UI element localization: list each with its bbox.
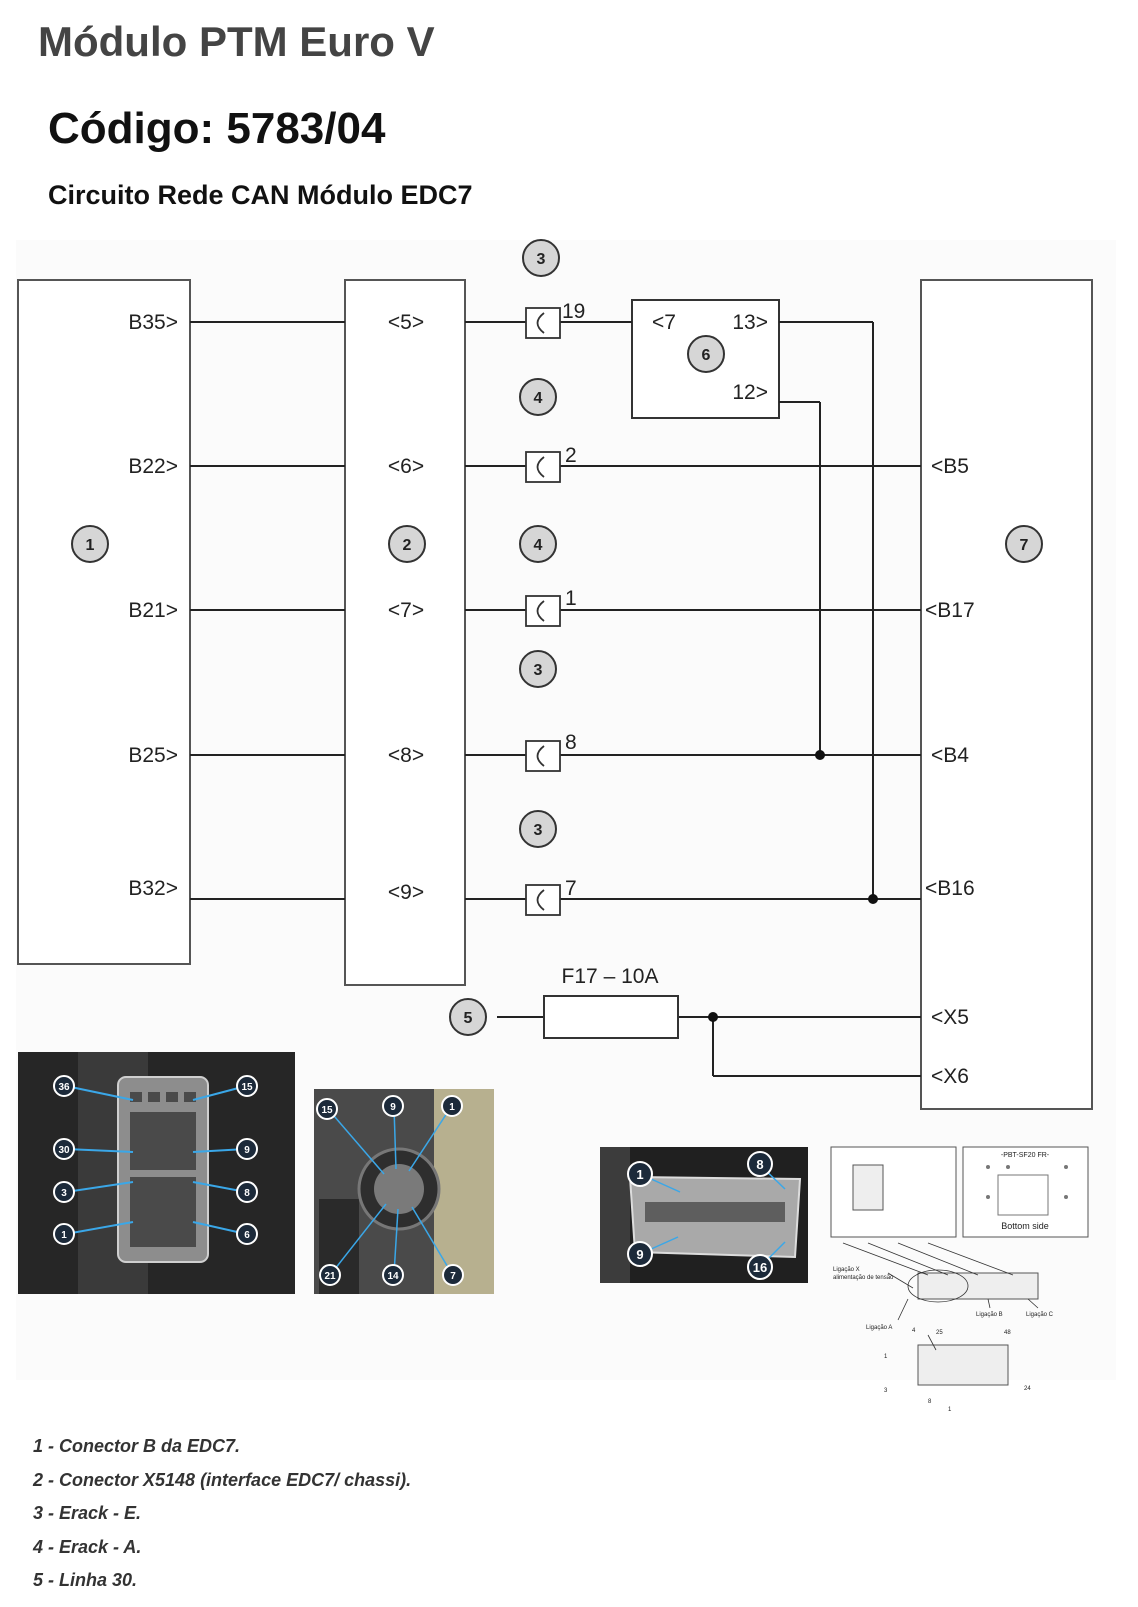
splice-number: 1 xyxy=(565,587,577,610)
module-label-top: -PBT-SF20 FR- xyxy=(1001,1152,1050,1159)
module-pin-label: 1 xyxy=(948,1407,952,1413)
photo-a-callout: 1 xyxy=(61,1230,67,1241)
photo-a-callout: 15 xyxy=(241,1082,253,1093)
code-heading: Código: 5783/04 xyxy=(48,104,386,153)
connector-7-pin: <B4 xyxy=(931,744,969,767)
module-pin-label: 25 xyxy=(936,1330,943,1336)
photo-b-callout: 14 xyxy=(387,1271,399,1282)
module-pin-label: 1 xyxy=(884,1354,888,1360)
junction-dot xyxy=(708,1012,718,1022)
callout-3: 3 xyxy=(534,822,543,839)
callout-2: 2 xyxy=(403,537,412,554)
legend-item: 3 - Erack - E. xyxy=(33,1503,142,1523)
connector-7-pin: <B16 xyxy=(925,877,975,900)
photo-a-callout: 36 xyxy=(58,1082,70,1093)
photo-c-callout: 8 xyxy=(756,1157,763,1172)
connector-7-box xyxy=(920,279,1093,1110)
module-ligacao-c: Ligação C xyxy=(1026,1312,1054,1318)
module-alimentacao: alimentação de tensão xyxy=(833,1275,894,1281)
connector-7-pin: <X5 xyxy=(931,1006,969,1029)
callout-5: 5 xyxy=(464,1010,473,1027)
module-ligacao-x: Ligação X xyxy=(833,1267,860,1273)
photo-b-callout: 15 xyxy=(321,1105,333,1116)
connector-1-box xyxy=(17,279,191,965)
photo-a-callout: 30 xyxy=(58,1145,70,1156)
module-ligacao-a: Ligação A xyxy=(866,1325,892,1331)
connector-1-pin: B21> xyxy=(128,599,178,622)
photo-c-callout: 16 xyxy=(753,1260,767,1275)
legend-item: 5 - Linha 30. xyxy=(33,1570,138,1590)
circuit-subtitle: Circuito Rede CAN Módulo EDC7 xyxy=(48,180,473,210)
splice-number: 7 xyxy=(565,877,577,900)
junction-dot xyxy=(868,894,878,904)
photo-c-callout: 1 xyxy=(636,1167,643,1182)
connector-photo-a: 36 15 30 9 3 8 1 6 xyxy=(18,1052,295,1294)
connector-2-box xyxy=(344,279,466,986)
connector-2-pin: <7> xyxy=(388,599,424,622)
connector-1-pin: B35> xyxy=(128,311,178,334)
photo-a-callout: 3 xyxy=(61,1188,67,1199)
callout-6: 6 xyxy=(702,347,711,364)
splice-number: 19 xyxy=(562,300,585,323)
splice-number: 8 xyxy=(565,731,577,754)
module-pin-label: 48 xyxy=(1004,1330,1011,1336)
photo-b-callout: 9 xyxy=(390,1102,396,1113)
page-title: Módulo PTM Euro V xyxy=(38,18,435,65)
photo-a-callout: 6 xyxy=(244,1230,250,1241)
photo-b-callout: 21 xyxy=(324,1271,336,1282)
callout-3: 3 xyxy=(534,662,543,679)
callout-7: 7 xyxy=(1020,537,1029,554)
fuse-f17 xyxy=(543,995,679,1039)
module-6-pin: <7 xyxy=(652,311,676,334)
legend-list: 1 - Conector B da EDC7. 2 - Conector X51… xyxy=(33,1430,411,1598)
module-pin-label: 3 xyxy=(884,1388,888,1394)
module-6-pin: 12> xyxy=(732,381,768,404)
callout-4: 4 xyxy=(534,537,543,554)
legend-item: 4 - Erack - A. xyxy=(33,1536,142,1557)
module-bottom-side: Bottom side xyxy=(1001,1221,1049,1231)
connector-2-pin: <8> xyxy=(388,744,424,767)
junction-dot xyxy=(815,750,825,760)
splice-connectors xyxy=(525,307,561,916)
callout-4: 4 xyxy=(534,390,543,407)
callout-3: 3 xyxy=(537,251,546,268)
connector-2-pin: <5> xyxy=(388,311,424,334)
photo-a-callout: 8 xyxy=(244,1188,250,1199)
module-ligacao-b: Ligação B xyxy=(976,1312,1003,1318)
connector-7-pin: <X6 xyxy=(931,1065,969,1088)
photo-b-callout: 7 xyxy=(450,1271,456,1282)
fuse-label: F17 – 10A xyxy=(562,965,659,988)
connector-photo-b: 15 9 1 21 14 7 xyxy=(314,1089,494,1294)
module-pin-label: 8 xyxy=(928,1399,932,1405)
legend-item: 2 - Conector X5148 (interface EDC7/ chas… xyxy=(33,1469,412,1490)
module-pin-label: 24 xyxy=(1024,1386,1031,1392)
photo-a-callout: 9 xyxy=(244,1145,250,1156)
connector-2-pin: <6> xyxy=(388,455,424,478)
connector-1-pin: B22> xyxy=(128,455,178,478)
module-pin-label: 4 xyxy=(912,1328,916,1334)
connector-7-pin: <B5 xyxy=(931,455,969,478)
module-6-pin: 13> xyxy=(732,311,768,334)
splice-number: 2 xyxy=(565,444,577,467)
photo-c-callout: 9 xyxy=(636,1247,643,1262)
legend-item: 1 - Conector B da EDC7. xyxy=(33,1436,241,1456)
connector-7-pin: <B17 xyxy=(925,599,975,622)
connector-photo-c: 1 8 9 16 xyxy=(600,1147,808,1283)
module-drawing: -PBT-SF20 FR- Bottom side Ligação X alim… xyxy=(830,1146,1089,1413)
connector-2-pin: <9> xyxy=(388,881,424,904)
photo-b-callout: 1 xyxy=(449,1102,455,1113)
connector-1-pin: B25> xyxy=(128,744,178,767)
callout-1: 1 xyxy=(86,537,95,554)
connector-1-pin: B32> xyxy=(128,877,178,900)
